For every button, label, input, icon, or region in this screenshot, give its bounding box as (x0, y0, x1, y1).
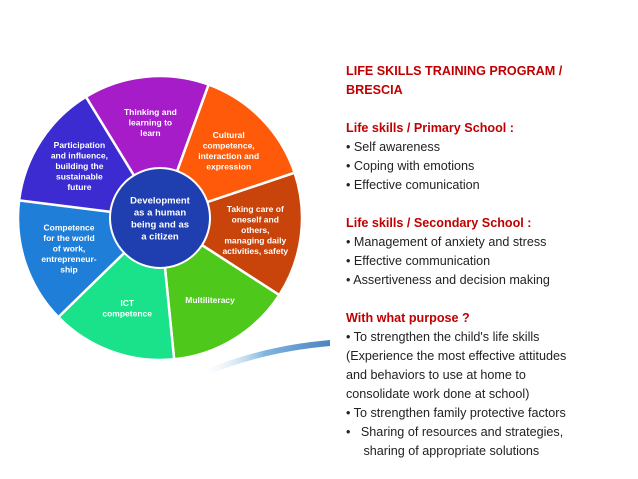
purpose-item-continued: sharing of appropriate solutions (346, 444, 540, 458)
info-panel: LIFE SKILLS TRAINING PROGRAM / BRESCIA L… (346, 62, 634, 461)
wheel-segment-thinking (84, 74, 211, 221)
primary-heading: Life skills / Primary School : (346, 121, 514, 135)
decorative-swoosh (200, 340, 330, 376)
center-circle (109, 167, 211, 269)
purpose-paragraph-line: consolidate work done at school) (346, 387, 530, 401)
primary-item: • Coping with emotions (346, 159, 475, 173)
wheel-segment-care (157, 171, 304, 297)
purpose-paragraph-line: and behaviors to use at home to (346, 368, 526, 382)
purpose-item: • To strengthen the child's life skills (346, 330, 540, 344)
primary-item: • Effective comunication (346, 178, 480, 192)
wheel-segment-label-multiliteracy: Multiliteracy (185, 295, 235, 305)
purpose-paragraph-line: (Experience the most effective attitudes (346, 349, 567, 363)
secondary-item: • Effective communication (346, 254, 491, 268)
purpose-item: • Sharing of resources and strategies, (346, 425, 564, 439)
panel-title-line-1: LIFE SKILLS TRAINING PROGRAM / (346, 64, 563, 78)
panel-title-line-2: BRESCIA (346, 83, 403, 97)
secondary-heading: Life skills / Secondary School : (346, 216, 532, 230)
secondary-item: • Assertiveness and decision making (346, 273, 550, 287)
purpose-item: • To strengthen family protective factor… (346, 406, 566, 420)
secondary-item: • Management of anxiety and stress (346, 235, 547, 249)
purpose-heading: With what purpose ? (346, 311, 470, 325)
primary-item: • Self awareness (346, 140, 441, 154)
